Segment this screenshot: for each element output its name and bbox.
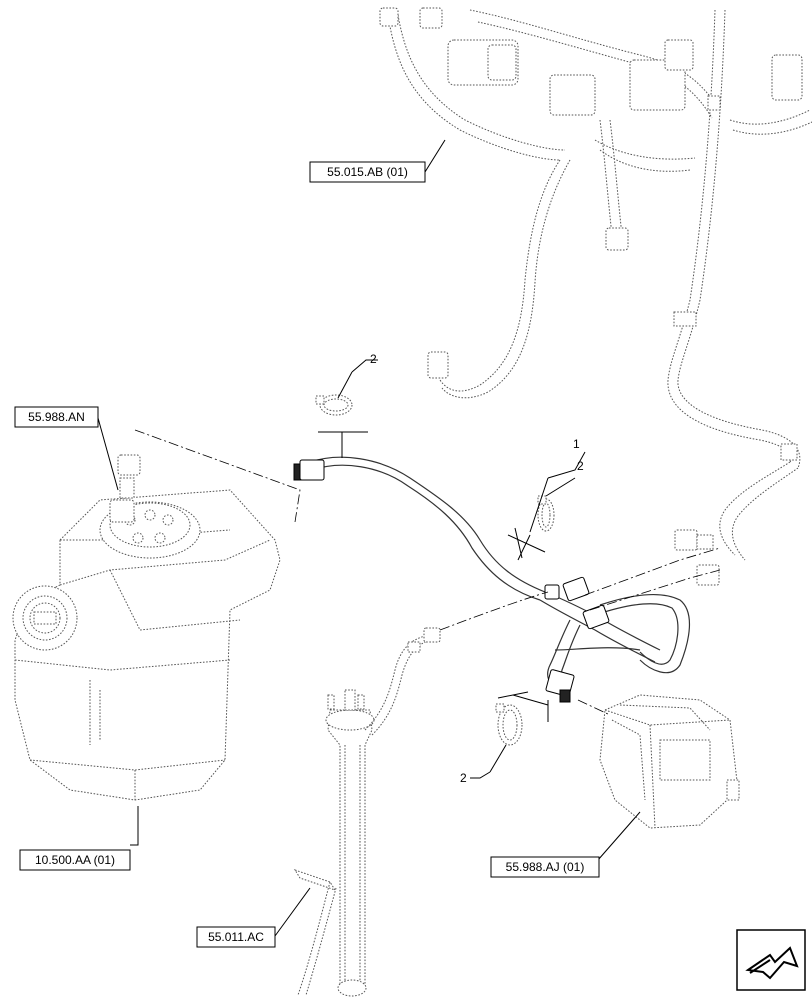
item-1-label: 1: [573, 437, 580, 451]
ref-55-011-ac-label: 55.011.AC: [208, 930, 264, 944]
upper-connectors: [379, 7, 803, 461]
ref-55-988-aj-label: 55.988.AJ (01): [506, 860, 585, 874]
item-2-bottom-label: 2: [460, 771, 467, 785]
cable-tie-top: [315, 394, 353, 416]
ref-55-988-an-label: 55.988.AN: [28, 410, 85, 424]
cable-tie-middle: [537, 495, 555, 532]
item-2-top-label: 2: [370, 352, 377, 366]
main-harness-upper: [387, 9, 812, 561]
ref-10-500-aa[interactable]: 10.500.AA (01): [19, 849, 131, 871]
item-2-middle-label: 2: [577, 459, 584, 473]
navigation-arrow-icon[interactable]: [736, 929, 806, 991]
ref-55-015-ab-label: 55.015.AB (01): [327, 165, 408, 179]
fuel-tank: [12, 454, 281, 801]
control-module: [599, 694, 740, 829]
ref-55-988-an[interactable]: 55.988.AN: [14, 406, 99, 428]
assembly-lines: [134, 429, 721, 716]
ref-55-988-aj[interactable]: 55.988.AJ (01): [490, 856, 600, 878]
ref-10-500-aa-label: 10.500.AA (01): [35, 853, 115, 867]
leader-lines: [97, 139, 641, 937]
cable-tie-bottom: [495, 703, 523, 746]
ref-55-015-ab[interactable]: 55.015.AB (01): [309, 161, 426, 183]
harness-item-1: [293, 456, 720, 703]
fuel-level-sender: [293, 627, 441, 997]
ref-55-011-ac[interactable]: 55.011.AC: [196, 926, 276, 948]
tie-location-markers: [318, 431, 549, 722]
